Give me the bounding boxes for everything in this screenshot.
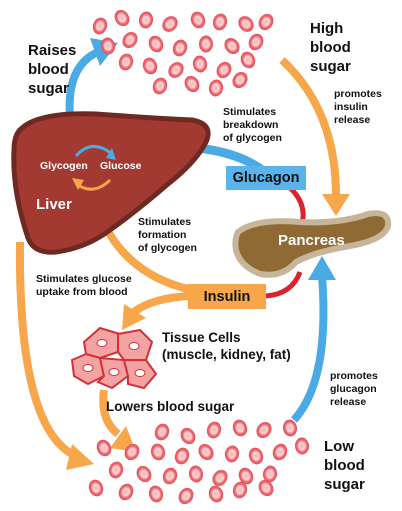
high-blood-sugar-label: High blood sugar <box>310 20 351 75</box>
red-blood-cell-icon <box>96 439 112 457</box>
red-blood-cell-icon <box>88 479 104 497</box>
red-blood-cell-icon <box>108 461 124 479</box>
red-blood-cell-icon <box>258 479 274 497</box>
red-blood-cell-icon <box>138 11 154 29</box>
red-blood-cell-icon <box>172 39 188 57</box>
red-blood-cell-icon <box>184 75 200 93</box>
red-blood-cell-icon <box>124 443 140 461</box>
red-blood-cell-icon <box>100 37 116 55</box>
red-blood-cell-icon <box>294 437 310 455</box>
red-blood-cell-icon <box>232 481 248 499</box>
lowers-blood-sugar-label: Lowers blood sugar <box>106 399 235 414</box>
red-blood-cell-icon <box>258 13 274 31</box>
red-blood-cell-icon <box>256 421 272 439</box>
red-blood-cell-icon <box>180 427 196 445</box>
red-blood-cell-icon <box>198 443 214 461</box>
red-blood-cell-icon <box>118 483 134 501</box>
red-blood-cell-icon <box>136 465 152 483</box>
red-blood-cell-icon <box>248 33 264 51</box>
stimulates-uptake-label: Stimulates glucose uptake from blood <box>36 273 132 299</box>
cycle-arrowhead-bottom-icon <box>72 178 84 190</box>
red-blood-cell-icon <box>216 61 232 79</box>
pancreas-label: Pancreas <box>278 232 345 249</box>
red-blood-cell-icon <box>92 17 108 35</box>
red-blood-cell-icon <box>148 35 164 53</box>
insulin-to-tissue-arrow <box>131 292 191 316</box>
red-blood-cell-icon <box>224 37 240 55</box>
liver-to-low-sugar-arrow <box>15 241 78 460</box>
glycogen-label: Glycogen <box>40 160 88 172</box>
low-blood-sugar-label: Low blood sugar <box>324 438 365 493</box>
red-blood-cell-icon <box>208 485 224 503</box>
raises-blood-sugar-label: Raises blood sugar <box>28 42 77 97</box>
red-blood-cell-icon <box>162 467 178 485</box>
raises-blood-sugar-arrow <box>65 48 100 119</box>
red-blood-cell-icon <box>208 79 224 97</box>
insulin-to-liver-arrow <box>100 222 193 294</box>
promotes-glucagon-arrow <box>290 275 328 423</box>
red-blood-cell-icon <box>248 447 264 465</box>
red-blood-cell-icon <box>232 71 248 89</box>
promotes-glucagon-label: promotes glucagon release <box>330 370 378 409</box>
red-blood-cell-icon <box>224 445 240 463</box>
red-blood-cell-icon <box>212 469 228 487</box>
insulin-to-tissue-arrowhead <box>122 304 146 330</box>
high-blood-sugar-cells <box>92 9 274 97</box>
red-blood-cell-icon <box>212 13 228 31</box>
red-blood-cell-icon <box>118 53 134 71</box>
red-blood-cell-icon <box>238 16 254 32</box>
red-blood-cell-icon <box>262 465 278 483</box>
red-blood-cell-icon <box>238 467 254 485</box>
red-blood-cell-icon <box>240 51 256 69</box>
liver-label: Liver <box>36 196 72 213</box>
red-blood-cell-icon <box>282 419 298 437</box>
red-blood-cell-icon <box>190 11 206 29</box>
red-blood-cell-icon <box>178 487 194 505</box>
red-blood-cell-icon <box>154 423 170 441</box>
liver-organ <box>11 111 211 255</box>
red-blood-cell-icon <box>142 57 158 75</box>
red-blood-cell-icon <box>232 419 248 437</box>
red-blood-cell-icon <box>148 485 164 503</box>
red-blood-cell-icon <box>188 465 204 483</box>
insulin-link-line <box>265 271 303 299</box>
pancreas-organ <box>232 210 392 278</box>
insulin-box <box>188 284 266 309</box>
stimulates-breakdown-label: Stimulates breakdown of glycogen <box>223 106 282 145</box>
red-blood-cell-icon <box>199 35 213 53</box>
glucagon-box-label: Glucagon <box>232 170 300 186</box>
red-blood-cell-icon <box>114 9 130 27</box>
promotes-insulin-arrowhead <box>322 194 350 216</box>
red-blood-cell-icon <box>162 16 178 32</box>
cycle-arrowhead-top-icon <box>106 148 116 160</box>
stimulates-formation-label: Stimulates formation of glycogen <box>138 216 197 255</box>
promotes-insulin-arrow <box>279 57 340 197</box>
promotes-glucagon-arrowhead <box>308 256 336 280</box>
glucagon-box <box>226 166 306 190</box>
tissue-to-low-sugar-arrow <box>99 389 121 438</box>
tissue-cells-icon <box>70 326 158 390</box>
red-blood-cell-icon <box>192 55 208 73</box>
red-blood-cell-icon <box>206 421 222 439</box>
red-blood-cell-icon <box>168 62 184 78</box>
red-blood-cell-icon <box>122 31 138 49</box>
liver-to-low-sugar-arrowhead <box>66 444 94 470</box>
red-blood-cell-icon <box>174 447 190 465</box>
tissue-cells-label: Tissue Cells (muscle, kidney, fat) <box>162 330 291 362</box>
low-blood-sugar-cells <box>88 419 310 505</box>
insulin-box-label: Insulin <box>203 288 251 305</box>
red-blood-cell-icon <box>152 77 168 95</box>
promotes-insulin-label: promotes insulin release <box>334 88 382 127</box>
red-blood-cell-icon <box>150 443 166 461</box>
red-blood-cell-icon <box>272 443 288 461</box>
glucose-label: Glucose <box>100 160 142 172</box>
cycle-arrow-top-icon <box>74 145 113 158</box>
